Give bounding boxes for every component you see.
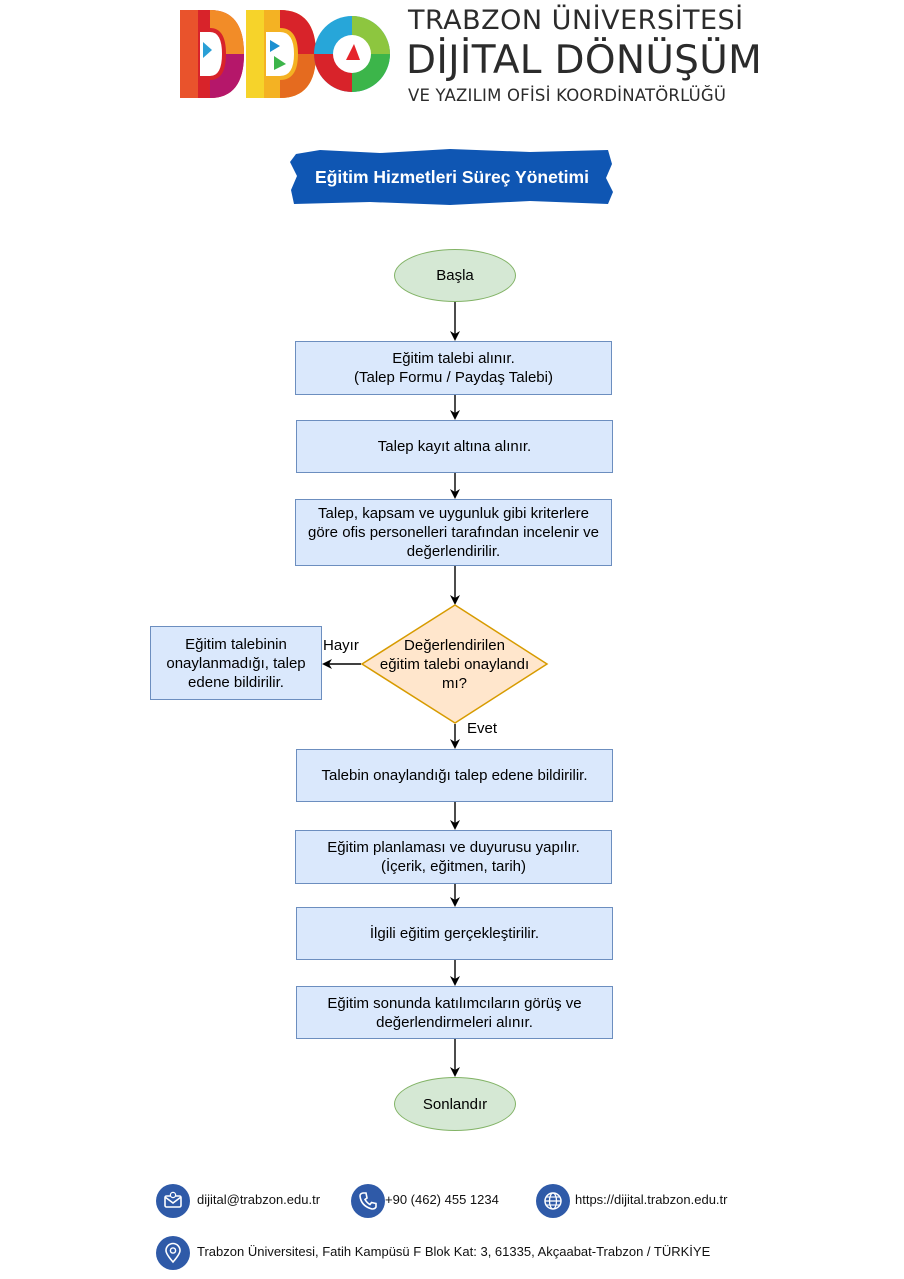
- decision-label: Değerlendirilen eğitim talebi onaylandı …: [379, 636, 530, 692]
- org-name-line2: DİJİTAL DÖNÜŞÜM: [406, 38, 763, 83]
- email-link[interactable]: dijital@trabzon.edu.tr: [197, 1192, 321, 1207]
- phone-number: +90 (462) 455 1234: [385, 1192, 499, 1207]
- edge-label-no: Hayır: [323, 637, 359, 654]
- process-step-planning: Eğitim planlaması ve duyurusu yapılır. (…: [295, 830, 612, 884]
- edge-label-yes: Evet: [467, 720, 498, 737]
- process-step-approval-notice: Talebin onaylandığı talep edene bildiril…: [296, 749, 613, 802]
- process-step-rejection-notice: Eğitim talebinin onaylanmadığı, talep ed…: [150, 626, 322, 700]
- process-step-record-request: Talep kayıt altına alınır.: [296, 420, 613, 473]
- phone-icon: [351, 1184, 385, 1218]
- org-name-line1: TRABZON ÜNİVERSİTESİ: [408, 5, 744, 36]
- process-step-receive-request: Eğitim talebi alınır. (Talep Formu / Pay…: [295, 341, 612, 395]
- process-step-conduct-training: İlgili eğitim gerçekleştirilir.: [296, 907, 613, 960]
- title-banner: [290, 149, 613, 205]
- process-step-evaluate-request: Talep, kapsam ve uygunluk gibi kriterler…: [295, 499, 612, 566]
- page-title: Eğitim Hizmetleri Süreç Yönetimi: [315, 166, 589, 187]
- email-icon: [156, 1184, 190, 1218]
- website-link[interactable]: https://dijital.trabzon.edu.tr: [575, 1192, 728, 1207]
- end-node: Sonlandır: [394, 1077, 516, 1131]
- org-name-line3: VE YAZILIM OFİSİ KOORDİNATÖRLÜĞÜ: [408, 86, 727, 105]
- process-step-collect-feedback: Eğitim sonunda katılımcıların görüş ve d…: [296, 986, 613, 1039]
- location-pin-icon: [156, 1236, 190, 1270]
- ddo-logo-icon: [180, 10, 390, 98]
- decision-diamond: [360, 604, 549, 724]
- address-text: Trabzon Üniversitesi, Fatih Kampüsü F Bl…: [197, 1244, 711, 1259]
- start-node: Başla: [394, 249, 516, 302]
- globe-icon: [536, 1184, 570, 1218]
